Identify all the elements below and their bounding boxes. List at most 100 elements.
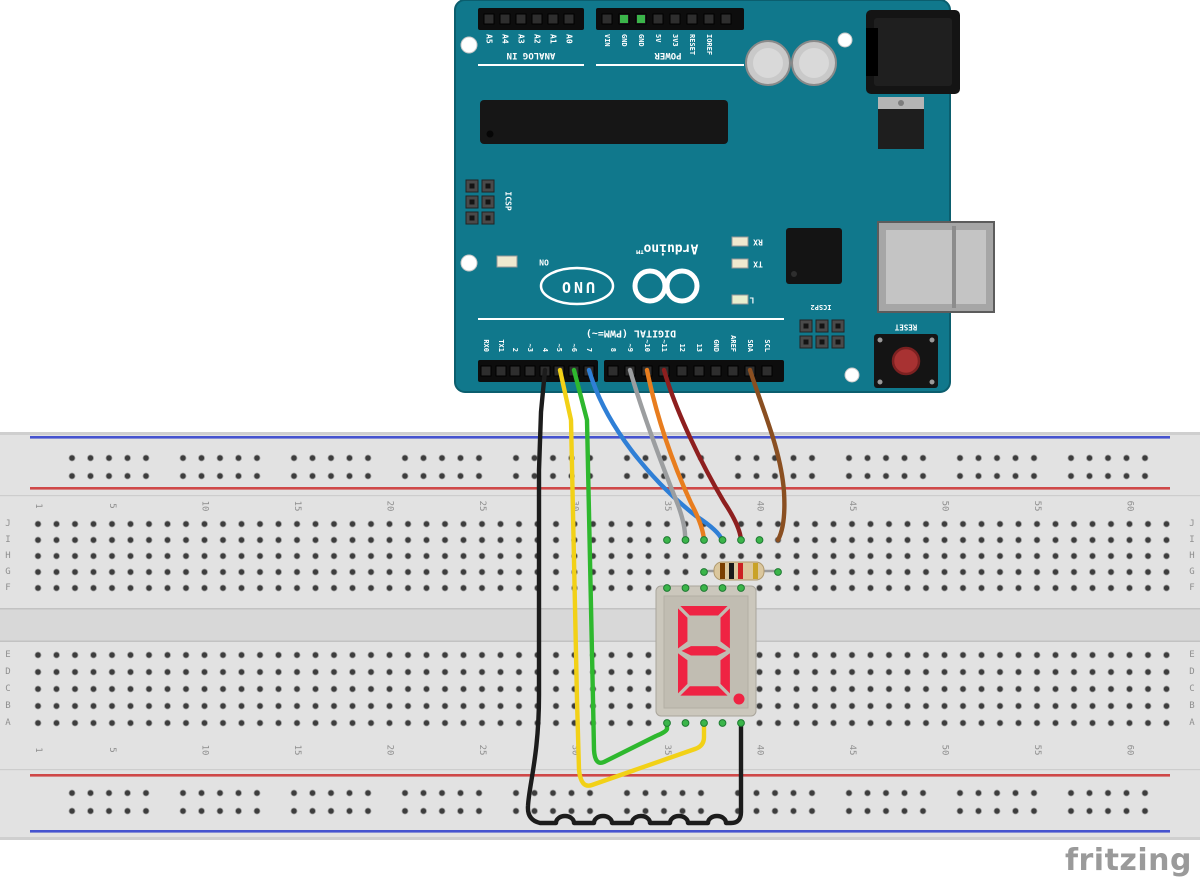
svg-text:5: 5 [107,503,117,508]
svg-text:15: 15 [292,501,302,512]
svg-text:RX0: RX0 [482,339,490,352]
svg-text:45: 45 [847,501,857,512]
svg-text:5: 5 [107,747,117,752]
svg-text:B: B [1189,701,1194,711]
svg-text:~6: ~6 [570,344,578,352]
wire-black[interactable] [525,367,744,826]
svg-text:25: 25 [477,501,487,512]
breadboard-bottom-edge [0,837,1200,840]
regulator-hole [898,100,904,106]
svg-text:2: 2 [511,348,519,352]
wire-orange[interactable] [644,367,707,543]
svg-text:E: E [1189,650,1194,660]
breadboard-top-edge [0,432,1200,435]
mount-hole [460,36,478,54]
l-label: L [749,296,754,305]
svg-text:1: 1 [33,503,43,508]
usb-seam [952,226,956,308]
button-pin [877,379,883,385]
svg-text:10: 10 [200,745,210,756]
svg-text:60: 60 [1125,501,1135,512]
svg-text:GND: GND [637,34,645,47]
breadboard[interactable]: 1155101015152020252530303535404045455050… [0,432,1200,840]
rx-led [731,236,749,247]
svg-text:A: A [5,718,11,728]
svg-text:55: 55 [1032,745,1042,756]
barrel-jack-opening [866,28,878,76]
svg-text:55: 55 [1032,501,1042,512]
svg-text:13: 13 [695,344,703,352]
arduino-pcb[interactable] [454,0,951,393]
svg-text:30: 30 [570,745,580,756]
usb-interface-chip [786,228,842,284]
svg-text:~3: ~3 [526,344,534,352]
svg-text:A3: A3 [517,34,526,44]
svg-text:J: J [1189,519,1194,529]
wire-brown[interactable] [747,367,787,543]
svg-text:G: G [5,567,10,577]
button-pin [877,337,883,343]
channel-line-top [0,608,1200,610]
svg-text:8: 8 [609,348,617,352]
svg-text:50: 50 [940,501,950,512]
mount-hole [837,32,853,48]
svg-text:SDA: SDA [746,339,754,352]
resistor[interactable] [702,561,780,581]
svg-text:SCL: SCL [763,339,771,352]
svg-text:~9: ~9 [626,344,634,352]
voltage-regulator [878,109,924,149]
tx-label: TX [753,260,763,269]
silk-line [596,64,744,66]
atmega-chip [480,100,728,144]
fritzing-logo: fritzing [1065,843,1192,878]
svg-text:A1: A1 [549,34,558,44]
mount-hole [460,254,478,272]
silk-line [478,318,784,320]
svg-text:C: C [5,684,10,694]
icsp2-label: ICSP2 [810,303,831,311]
seven-segment-display[interactable] [655,585,757,717]
power-label: POWER [654,50,682,60]
top-blue-rail-line [30,436,1170,439]
svg-text:45: 45 [847,745,857,756]
svg-text:TX1: TX1 [497,339,505,352]
uno-oval [539,266,615,306]
chip-pin1-dot [486,130,494,138]
breadboard-holes [34,454,1170,815]
channel-line-bottom [0,640,1200,642]
reset-button[interactable] [891,346,921,376]
icsp-label: ICSP [504,191,513,210]
jumper-wires[interactable] [525,367,787,826]
digital-label: DIGITAL (PWM=~) [586,328,676,339]
wire-yellow[interactable] [557,367,707,788]
svg-text:5V: 5V [654,34,662,43]
resistor-bands [720,563,758,579]
arduino-infinity-logo [664,268,700,304]
usb-connector-top [886,230,986,304]
groove-top [0,495,1200,497]
silk-line [478,64,584,66]
arduino-headers[interactable] [465,8,845,382]
breadboard-column-numbers: 1155101015152020252530303535404045455050… [33,501,1135,756]
wire-gray[interactable] [627,367,688,543]
svg-text:D: D [5,667,10,677]
svg-text:15: 15 [292,745,302,756]
mount-hole [844,367,860,383]
svg-text:A0: A0 [565,34,574,44]
svg-text:35: 35 [662,501,672,512]
wire-green[interactable] [571,367,670,765]
svg-text:C: C [1189,684,1194,694]
button-pin [929,337,935,343]
on-led [496,255,518,268]
arduino-brand-label: Arduino™ [636,241,699,256]
svg-text:A5: A5 [485,34,494,44]
svg-text:H: H [5,551,10,561]
svg-text:AREF: AREF [729,335,737,352]
wire-red[interactable] [661,367,744,543]
decimal-point [733,693,745,705]
bottom-red-rail-line [30,774,1170,777]
